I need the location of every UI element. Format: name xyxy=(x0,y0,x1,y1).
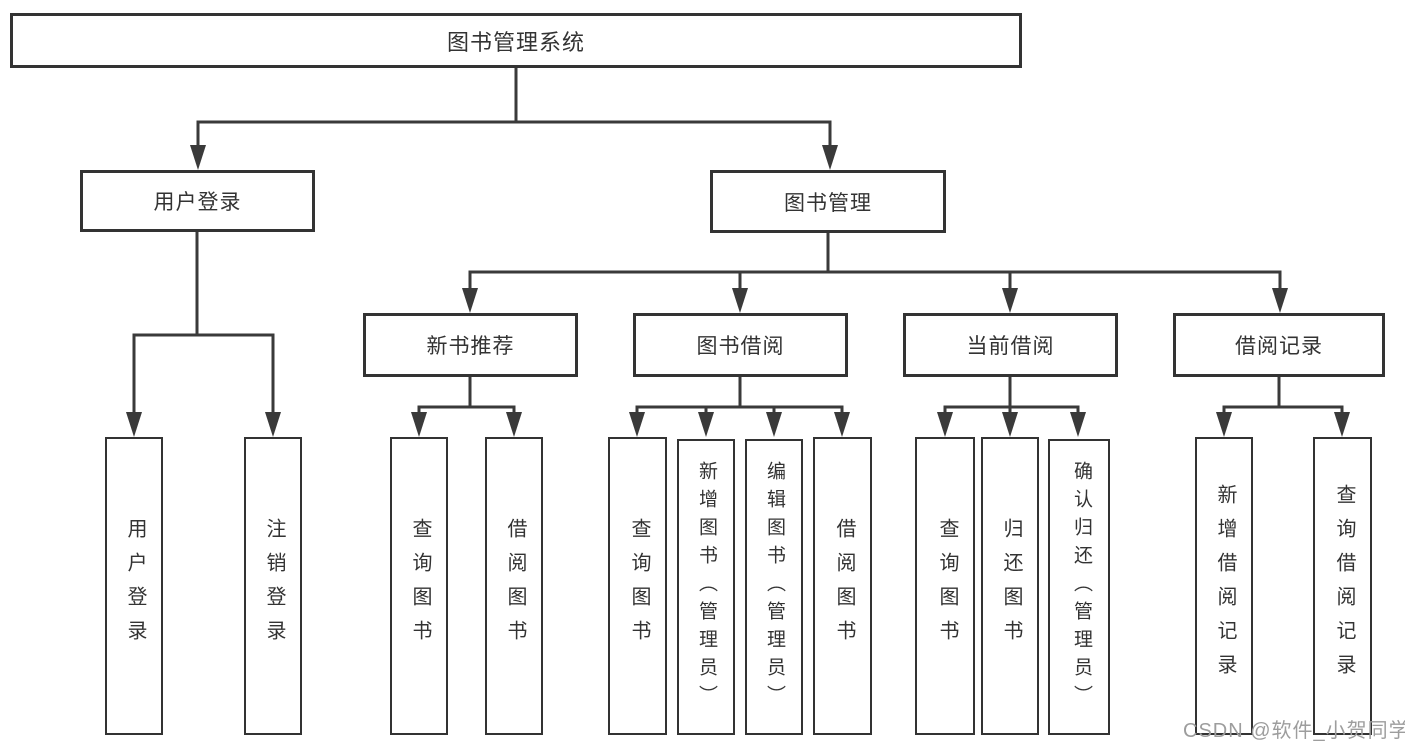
leaf-add-borrowing-record: 新增借阅记录 xyxy=(1195,437,1253,735)
leaf-query-books-recommend: 查询图书 xyxy=(390,437,448,735)
leaf-logout: 注销登录 xyxy=(244,437,302,735)
node-new-book-recommendation: 新书推荐 xyxy=(363,313,578,377)
leaf-add-books-admin: 新增图书（管理员） xyxy=(677,439,735,735)
node-book-management: 图书管理 xyxy=(710,170,946,233)
node-current-borrowing: 当前借阅 xyxy=(903,313,1118,377)
csdn-watermark: CSDN @软件_小贺同学 xyxy=(1183,720,1405,742)
leaf-edit-books-admin: 编辑图书（管理员） xyxy=(745,439,803,735)
leaf-query-books-borrow: 查询图书 xyxy=(608,437,667,735)
node-library-management-system: 图书管理系统 xyxy=(10,13,1022,68)
leaf-return-books: 归还图书 xyxy=(981,437,1039,735)
leaf-borrow-books-recommend: 借阅图书 xyxy=(485,437,543,735)
node-book-borrowing: 图书借阅 xyxy=(633,313,848,377)
leaf-borrow-books: 借阅图书 xyxy=(813,437,872,735)
leaf-user-login: 用户登录 xyxy=(105,437,163,735)
leaf-confirm-return-admin: 确认归还（管理员） xyxy=(1048,439,1110,735)
node-user-login: 用户登录 xyxy=(80,170,315,232)
leaf-query-borrowing-record: 查询借阅记录 xyxy=(1313,437,1372,735)
node-borrowing-records: 借阅记录 xyxy=(1173,313,1385,377)
leaf-query-books-current: 查询图书 xyxy=(915,437,975,735)
